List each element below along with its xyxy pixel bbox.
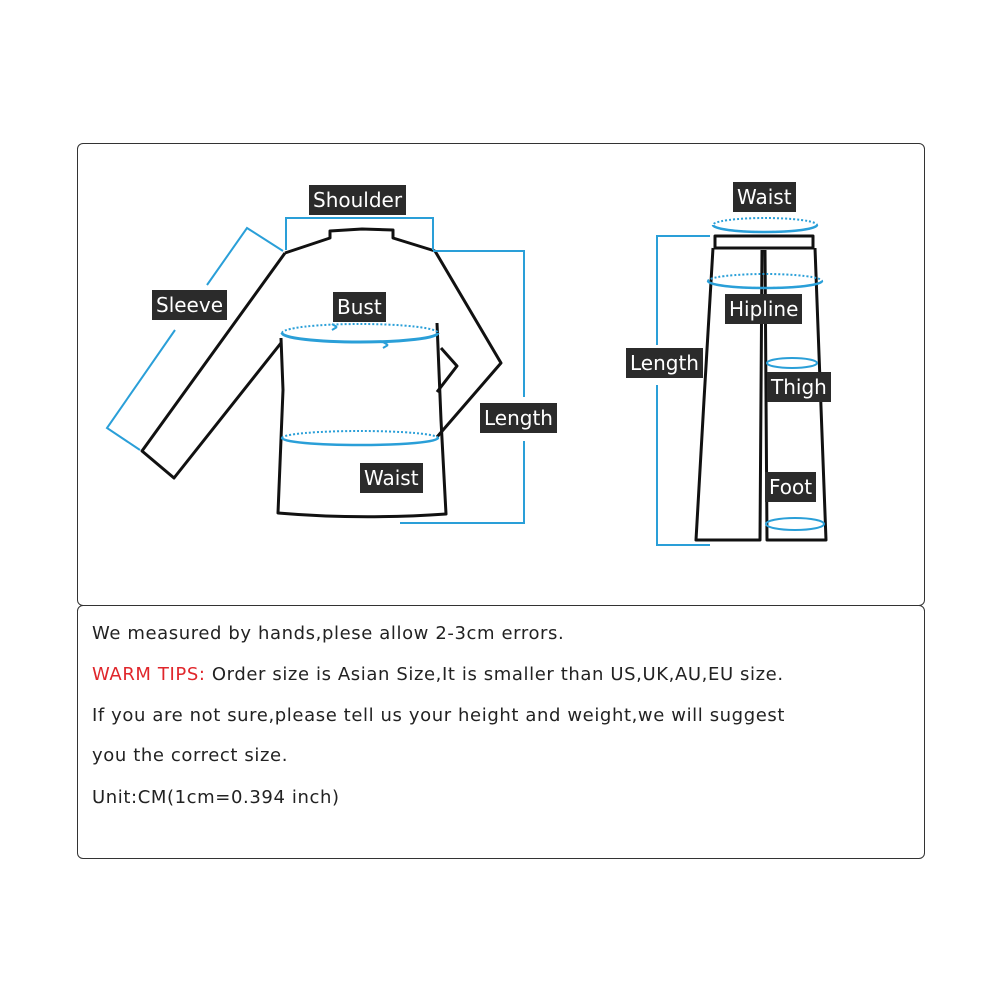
shirt-outline [140,227,503,519]
thigh-label: Thigh [767,372,831,402]
hipline-label: Hipline [725,294,803,324]
top-waist-label: Waist [360,463,423,493]
note-measurement: We measured by hands,plese allow 2-3cm e… [92,623,565,644]
sleeve-label: Sleeve [152,290,228,320]
foot-label: Foot [765,472,817,502]
shoulder-label: Shoulder [309,185,407,215]
pants-measure-lines [656,217,825,546]
bust-label: Bust [333,292,386,322]
note-suggest-cont: you the correct size. [92,745,289,766]
note-warm-tips: WARM TIPS: Order size is Asian Size,It i… [92,664,784,685]
notes-panel [77,605,925,859]
warm-tips-text: Order size is Asian Size,It is smaller t… [205,664,784,685]
shirt-measure-lines [105,217,525,524]
top-length-label: Length [480,403,557,433]
shirt-waist-measure-icon [280,430,440,447]
note-unit: Unit:CM(1cm=0.394 inch) [92,787,340,808]
warm-tips-label: WARM TIPS: [92,664,206,685]
note-suggest: If you are not sure,please tell us your … [92,705,786,726]
pants-length-label: Length [626,348,703,378]
bust-measure-icon [280,323,440,349]
pants-waist-label: Waist [733,182,796,212]
